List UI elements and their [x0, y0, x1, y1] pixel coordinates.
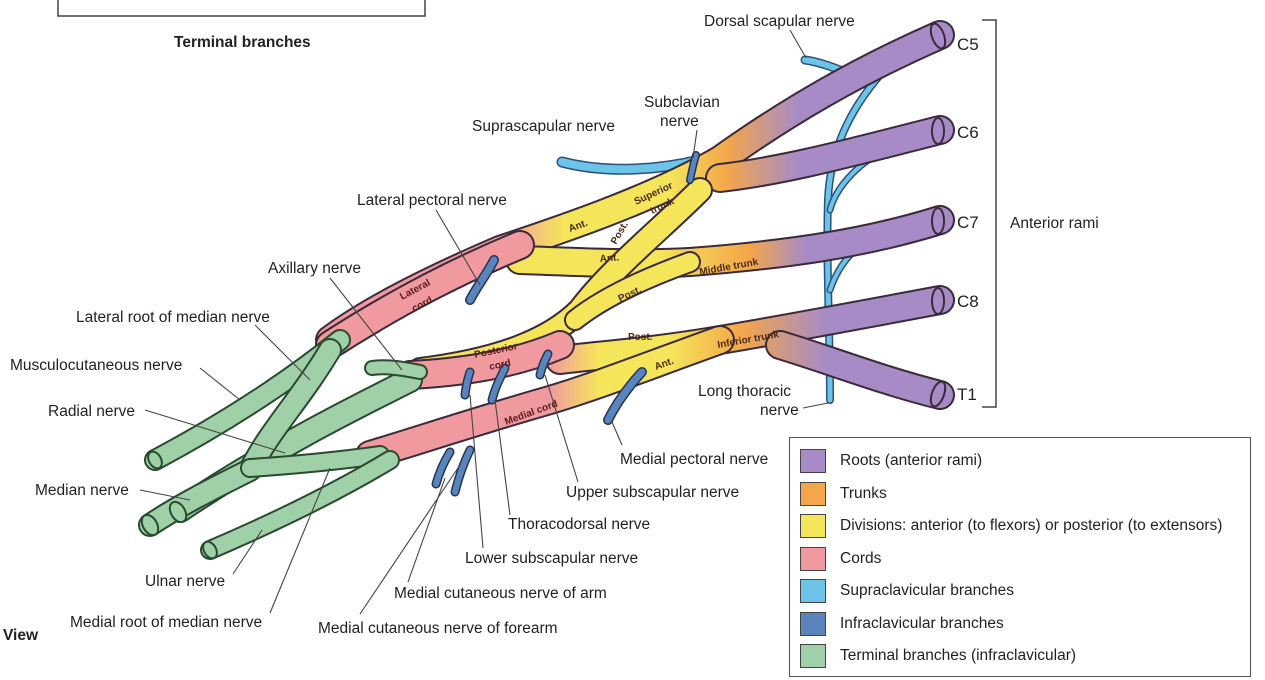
subclavian-label-2: nerve — [660, 113, 699, 130]
root-label-c7: C7 — [957, 213, 979, 232]
musculocutaneous-label: Musculocutaneous nerve — [10, 357, 182, 374]
root-label-c8: C8 — [957, 292, 979, 311]
legend-item: Supraclavicular branches — [800, 578, 1014, 604]
legend-item: Divisions: anterior (to flexors) or post… — [800, 513, 1222, 539]
medial-pectoral-label: Medial pectoral nerve — [620, 451, 768, 468]
medial-cut-forearm-label: Medial cutaneous nerve of forearm — [318, 620, 558, 637]
lateral-pectoral-label: Lateral pectoral nerve — [357, 192, 507, 209]
legend-item: Cords — [800, 546, 881, 572]
legend-swatch — [800, 514, 826, 538]
root-label-c5: C5 — [957, 35, 979, 54]
lower-subscapular-label: Lower subscapular nerve — [465, 550, 638, 567]
caption-box — [58, 0, 425, 16]
upper-subscapular-label: Upper subscapular nerve — [566, 484, 739, 501]
medial-root-median-label: Medial root of median nerve — [70, 614, 262, 631]
medial-cut-arm-label: Medial cutaneous nerve of arm — [394, 585, 607, 602]
legend-swatch — [800, 644, 826, 668]
median-label: Median nerve — [35, 482, 129, 499]
legend-item: Roots (anterior rami) — [800, 448, 982, 474]
legend-label: Infraclavicular branches — [840, 615, 1004, 633]
ulnar-label: Ulnar nerve — [145, 573, 225, 590]
legend-swatch — [800, 579, 826, 603]
legend-swatch — [800, 482, 826, 506]
dorsal-scapular-label: Dorsal scapular nerve — [704, 13, 855, 30]
legend-swatch — [800, 449, 826, 473]
legend-item: Terminal branches (infraclavicular) — [800, 643, 1076, 669]
legend-label: Roots (anterior rami) — [840, 452, 982, 470]
thoracodorsal-label: Thoracodorsal nerve — [508, 516, 650, 533]
anterior-rami-label: Anterior rami — [1010, 215, 1099, 232]
long-thoracic-label-2: nerve — [760, 402, 799, 419]
radial-label: Radial nerve — [48, 403, 135, 420]
ant-division-label-2: Ant. — [599, 252, 620, 265]
axillary-nerve — [372, 367, 420, 372]
view-label: View — [3, 627, 39, 644]
subclavian-label-1: Subclavian — [644, 94, 720, 111]
legend-swatch — [800, 547, 826, 571]
anterior-rami-bracket — [982, 20, 996, 407]
legend-swatch — [800, 612, 826, 636]
legend-label: Supraclavicular branches — [840, 582, 1014, 600]
legend-label: Divisions: anterior (to flexors) or post… — [840, 517, 1222, 535]
lateral-root-median-label: Lateral root of median nerve — [76, 309, 270, 326]
legend-label: Trunks — [840, 485, 887, 503]
legend-label: Cords — [840, 550, 881, 568]
axillary-label: Axillary nerve — [268, 260, 361, 277]
plexus-roots-trunks-cords — [330, 35, 940, 455]
terminal-branches-caption: Terminal branches — [174, 34, 311, 51]
post-division-label-3: Post. — [628, 332, 653, 343]
legend-item: Trunks — [800, 481, 887, 507]
suprascapular-label: Suprascapular nerve — [472, 118, 615, 135]
legend-item: Infraclavicular branches — [800, 611, 1004, 637]
legend-label: Terminal branches (infraclavicular) — [840, 647, 1076, 665]
root-label-c6: C6 — [957, 123, 979, 142]
long-thoracic-label-1: Long thoracic — [698, 383, 791, 400]
root-label-t1: T1 — [957, 385, 977, 404]
